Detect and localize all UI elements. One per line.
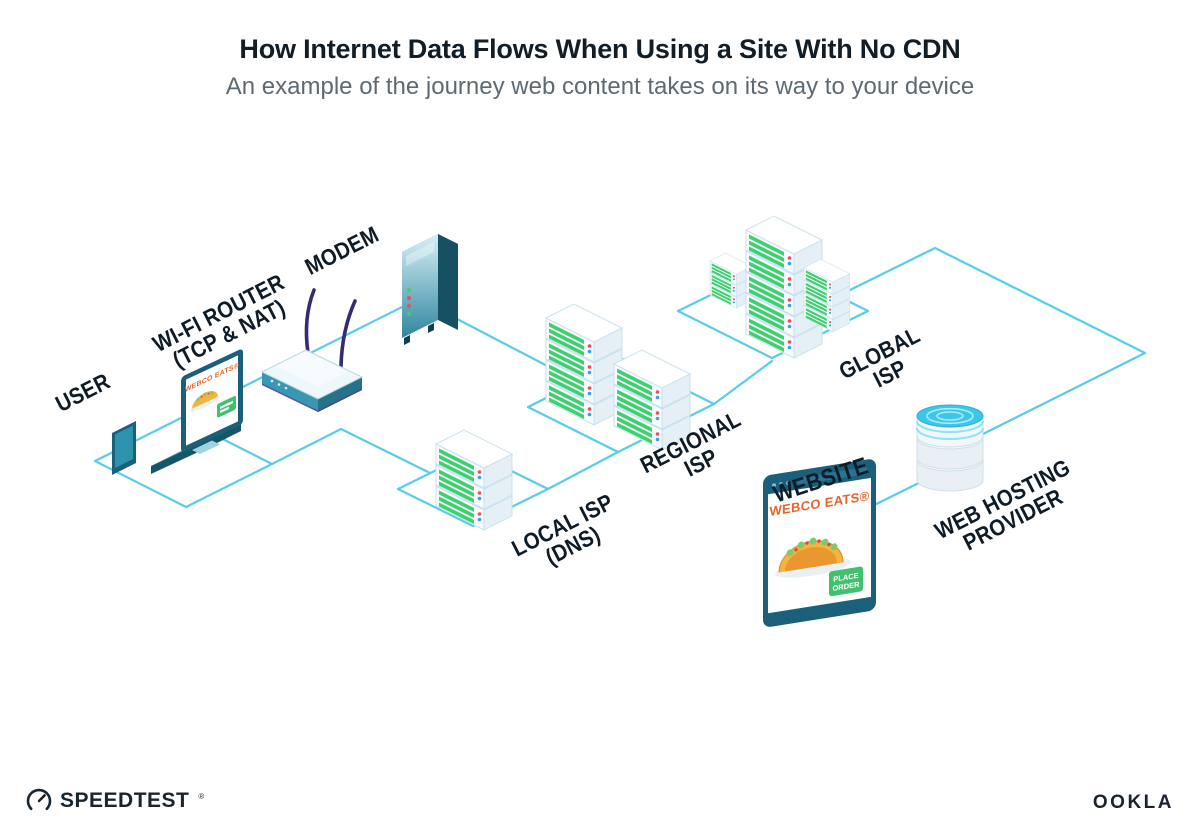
router-antenna-right	[339, 299, 357, 368]
line-global-to-hosting	[848, 246, 1147, 440]
line-user-to-local-isp	[270, 427, 432, 475]
web-hosting-illustration	[916, 404, 984, 492]
laptop-screen: WEBCO EATS®	[181, 349, 243, 452]
ookla-wordmark: OOKLA	[1092, 792, 1174, 813]
header: How Internet Data Flows When Using a Sit…	[0, 34, 1200, 101]
line-regional-to-global	[712, 359, 774, 406]
page-subtitle: An example of the journey web content ta…	[225, 73, 975, 100]
line-local-to-regional	[546, 450, 620, 491]
regional-isp-servers-illustration	[545, 303, 691, 451]
footer: SPEEDTEST ® OOKLA	[0, 784, 1200, 828]
speedtest-trademark: ®	[198, 792, 205, 801]
place-order-line2: ORDER	[832, 580, 860, 593]
place-order-button	[829, 566, 863, 597]
speedtest-gauge-icon	[26, 788, 52, 811]
smartphone-illustration	[112, 421, 136, 475]
user-laptop-illustration: WEBCO EATS®	[151, 349, 243, 474]
local-isp-servers-illustration	[435, 429, 513, 531]
website-illustration: WEBCO EATS® PLACE ORDER	[763, 459, 876, 627]
wifi-router-illustration	[260, 288, 364, 412]
ookla-logo: OOKLA	[1093, 792, 1174, 814]
router-antenna-left	[304, 288, 316, 355]
speedtest-logo: SPEEDTEST ®	[26, 788, 204, 814]
modem-illustration	[402, 234, 458, 345]
place-order-line1: PLACE	[833, 571, 858, 584]
speedtest-wordmark: SPEEDTEST	[60, 789, 190, 812]
page-title: How Internet Data Flows When Using a Sit…	[239, 34, 961, 64]
